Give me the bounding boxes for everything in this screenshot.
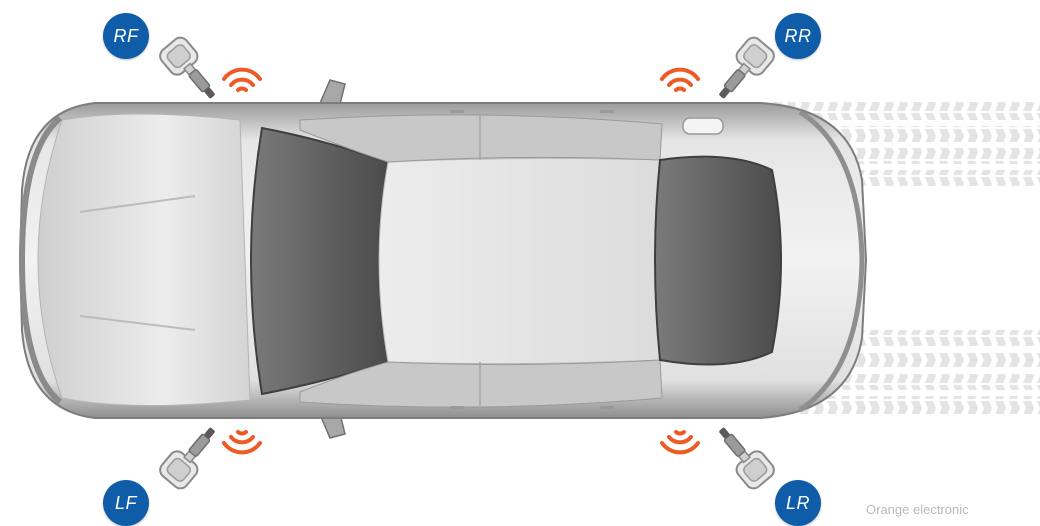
badge-rr-label: RR <box>785 26 812 47</box>
rr-sensor-icon <box>709 34 777 107</box>
badge-rf: RF <box>103 13 149 59</box>
lf-signal-icon <box>224 432 260 452</box>
badge-lr-label: LR <box>786 493 810 514</box>
rf-sensor-icon <box>157 34 225 107</box>
badge-lf: LF <box>103 480 149 526</box>
rr-signal-icon <box>662 70 698 90</box>
lr-signal-icon <box>662 432 698 452</box>
car-top-view <box>20 80 866 438</box>
watermark-text: Orange electronic <box>866 502 969 517</box>
badge-rr: RR <box>775 13 821 59</box>
badge-lr: LR <box>775 480 821 526</box>
badge-lf-label: LF <box>115 493 137 514</box>
rf-signal-icon <box>224 70 260 90</box>
lf-sensor-icon <box>157 419 225 492</box>
badge-rf-label: RF <box>114 26 139 47</box>
lr-sensor-icon <box>709 419 777 492</box>
